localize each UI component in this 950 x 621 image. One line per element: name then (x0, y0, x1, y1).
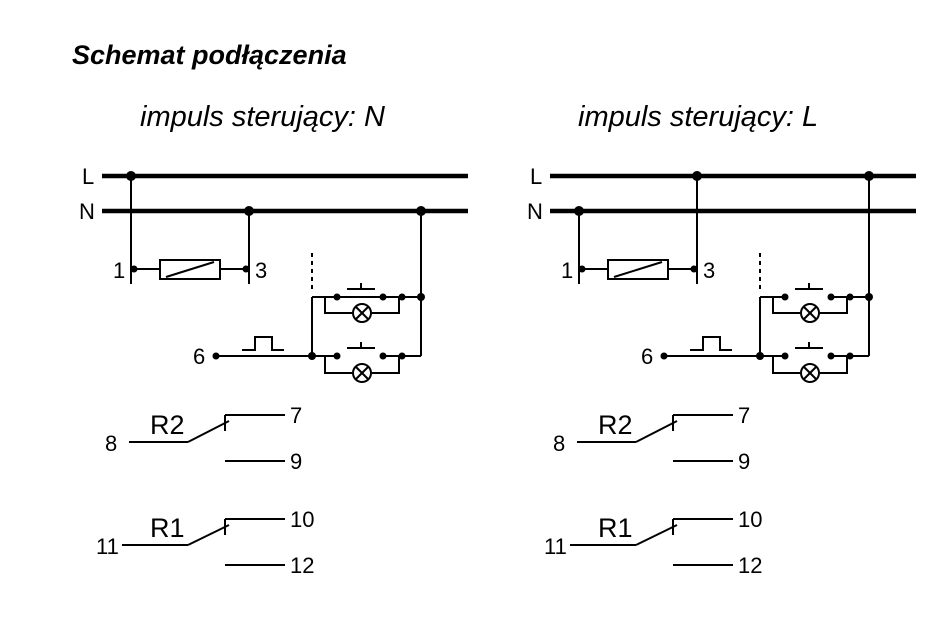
wiring-diagram-l: L N 1 3 6 (527, 164, 916, 578)
coil-slash (613, 261, 663, 278)
terminal-dot (578, 265, 586, 273)
relay-r1-label: R1 (150, 513, 185, 543)
terminal-11-label: 11 (544, 534, 567, 559)
relay-r1-contact: R1 11 10 12 (96, 507, 314, 578)
relay-r2-label: R2 (150, 410, 185, 440)
variant-n-subtitle: impuls sterujący: N (140, 101, 385, 133)
pulse-symbol (242, 336, 284, 351)
terminal-1-label: 1 (561, 258, 573, 283)
relay-r2-label: R2 (598, 410, 633, 440)
coil-slash (165, 261, 215, 278)
terminal-9-label: 9 (290, 449, 302, 474)
variant-l-subtitle: impuls sterujący: L (578, 101, 819, 133)
terminal-7-label: 7 (738, 403, 750, 428)
terminal-6-label: 6 (193, 344, 205, 369)
lamp-lower (772, 356, 848, 383)
junction-dot (244, 206, 254, 216)
terminal-1-label: 1 (113, 258, 125, 283)
junction-dot (126, 171, 136, 181)
relay-r1-contact: R1 11 10 12 (544, 507, 762, 578)
pushbutton-upper (312, 283, 421, 301)
terminal-3-label: 3 (703, 258, 715, 283)
label-l: L (82, 164, 94, 189)
lamp-lower (324, 356, 400, 383)
terminal-8-label: 8 (105, 431, 117, 456)
junction-dot (692, 171, 702, 181)
page-title: Schemat podłączenia (72, 40, 347, 70)
label-n: N (79, 199, 95, 224)
pushbutton-upper (760, 283, 869, 301)
lamp-upper (772, 297, 848, 323)
lamp-upper (324, 297, 400, 323)
junction-dot (416, 206, 426, 216)
pushbutton-lower (760, 342, 869, 360)
label-n: N (527, 199, 543, 224)
relay-r1-label: R1 (598, 513, 633, 543)
terminal-12-label: 12 (290, 553, 314, 578)
label-l: L (530, 164, 542, 189)
terminal-dot (242, 265, 250, 273)
terminal-9-label: 9 (738, 449, 750, 474)
terminal-dot (690, 265, 698, 273)
terminal-6-label: 6 (641, 344, 653, 369)
junction-dot (574, 206, 584, 216)
terminal-dot (130, 265, 138, 273)
terminal-10-label: 10 (738, 507, 762, 532)
terminal-7-label: 7 (290, 403, 302, 428)
terminal-3-label: 3 (255, 258, 267, 283)
junction-dot (864, 171, 874, 181)
relay-r2-contact: R2 8 7 9 (553, 403, 750, 474)
relay-r2-contact: R2 8 7 9 (105, 403, 302, 474)
wiring-diagram-n: L N 1 3 6 (79, 164, 468, 578)
pulse-symbol (690, 336, 732, 351)
terminal-12-label: 12 (738, 553, 762, 578)
terminal-8-label: 8 (553, 431, 565, 456)
terminal-11-label: 11 (96, 534, 119, 559)
pushbutton-lower (312, 342, 421, 360)
terminal-10-label: 10 (290, 507, 314, 532)
